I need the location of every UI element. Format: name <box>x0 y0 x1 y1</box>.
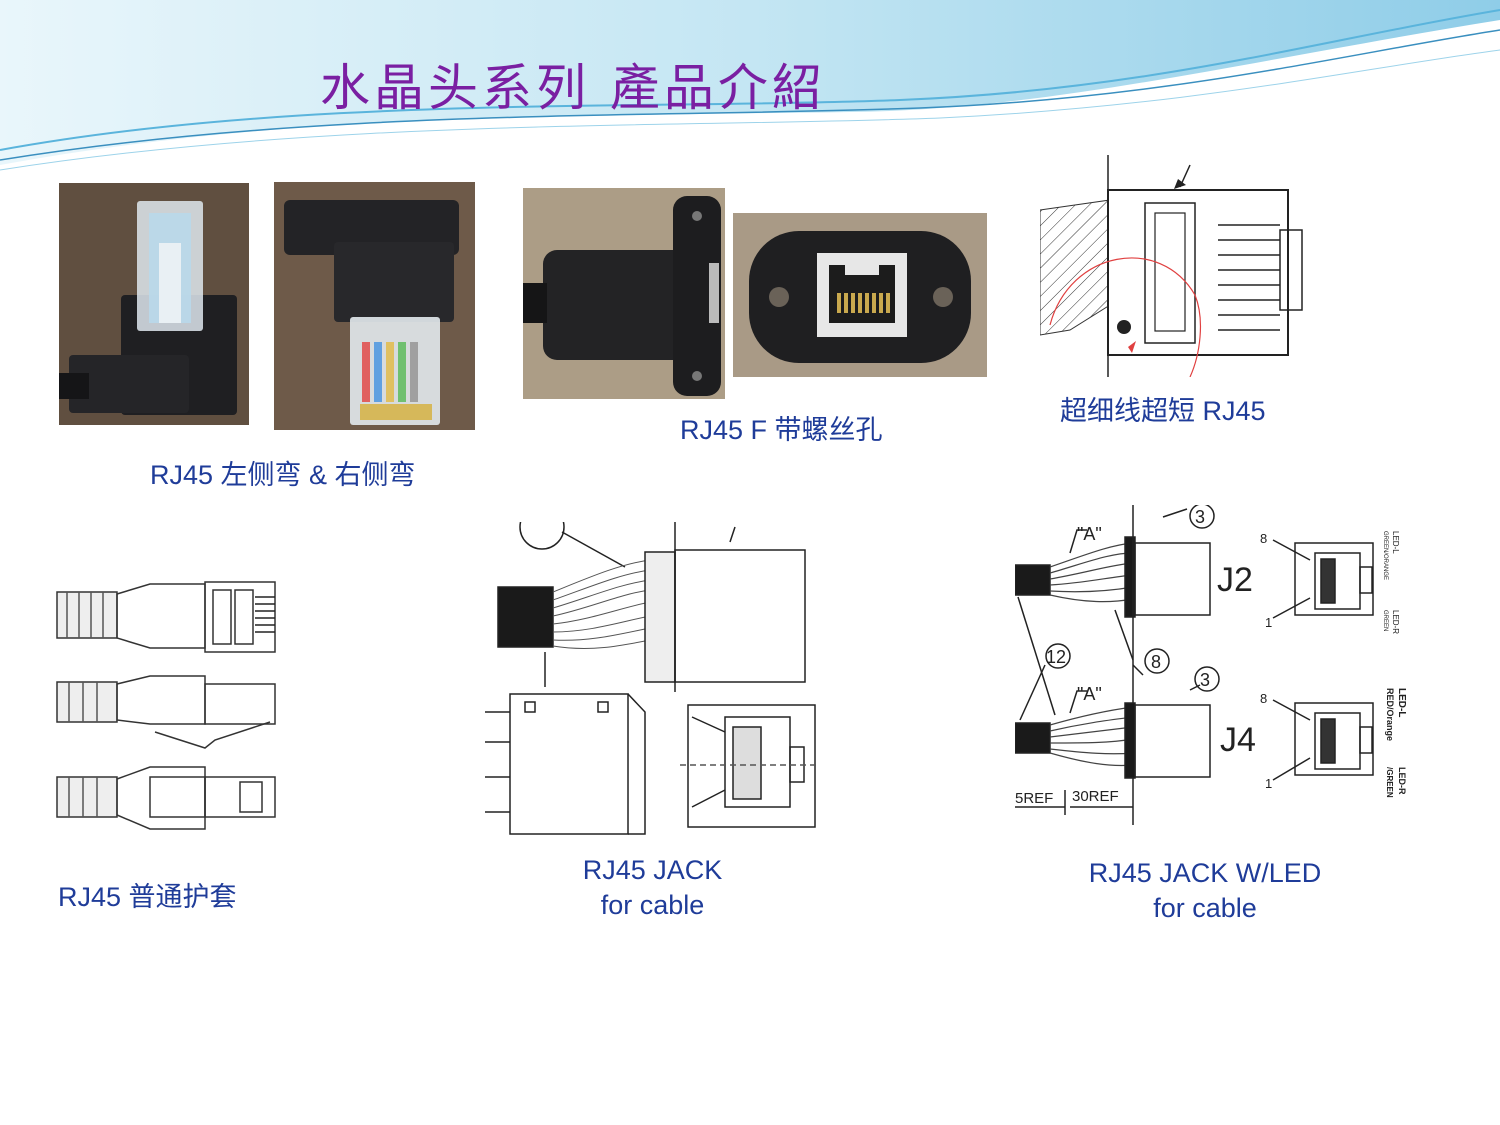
photo-panel-side <box>523 188 725 399</box>
led-l-bottom: LED-L <box>1396 688 1407 717</box>
left-bend-connector-image <box>59 183 249 425</box>
photo-right-bend <box>274 182 475 430</box>
label-j4: J4 <box>1220 721 1256 759</box>
callout-3-bottom: 3 <box>1200 670 1210 690</box>
slide-title: 水晶头系列 產品介紹 <box>320 59 826 117</box>
callout-12: 12 <box>1046 647 1066 667</box>
pin1-top: 1 <box>1265 615 1272 630</box>
drawing-ultrathin <box>1039 155 1305 378</box>
callout-8: 8 <box>1151 652 1161 672</box>
pin8-top: 8 <box>1260 531 1267 546</box>
callout-a-bottom: "A" <box>1077 684 1102 704</box>
pin1-bottom: 1 <box>1265 776 1272 791</box>
caption-jack-led: RJ45 JACK W/LED for cable <box>1070 856 1340 926</box>
header-wave <box>0 0 1500 171</box>
caption-jack: RJ45 JACK for cable <box>560 853 745 923</box>
caption-ultrathin: 超细线超短 RJ45 <box>1060 396 1266 426</box>
right-bend-connector-image <box>274 182 475 430</box>
photo-panel-front <box>733 213 987 377</box>
drawing-boot <box>55 572 285 842</box>
led-r-top-color: GREEN <box>1382 610 1388 631</box>
jack-with-led-drawing: "A" "A" 3 3 12 8 J2 J4 8 1 8 1 5REF 30RE… <box>1014 503 1407 825</box>
ref-30: 30REF <box>1072 788 1119 805</box>
caption-boot: RJ45 普通护套 <box>58 882 237 912</box>
led-r-top: LED-R <box>1391 610 1400 634</box>
pin8-bottom: 8 <box>1260 691 1267 706</box>
caption-jack-line1: RJ45 JACK <box>582 855 723 885</box>
photo-left-bend <box>59 183 249 425</box>
caption-jack-led-line1: RJ45 JACK W/LED <box>1088 858 1322 888</box>
caption-bend: RJ45 左侧弯 & 右侧弯 <box>150 460 416 490</box>
jack-for-cable-drawing <box>485 504 820 835</box>
led-r-bottom-color: /GREEN <box>1385 767 1394 798</box>
caption-jack-line2: for cable <box>600 890 705 920</box>
panel-mount-front-image <box>733 213 987 377</box>
drawing-jack <box>480 504 830 842</box>
panel-mount-side-image <box>523 188 725 399</box>
drawing-jack-led: "A" "A" 3 3 12 8 J2 J4 8 1 8 1 5REF 30RE… <box>1014 503 1440 825</box>
led-r-bottom: LED-R <box>1397 767 1407 795</box>
label-j2: J2 <box>1217 561 1253 599</box>
ultrathin-rj45-drawing <box>1039 155 1303 378</box>
caption-screw: RJ45 F 带螺丝孔 <box>680 415 883 445</box>
callout-3-top: 3 <box>1195 507 1205 527</box>
boot-variants-drawing <box>56 581 276 830</box>
led-l-bottom-colors: RED/Orange <box>1385 688 1395 741</box>
led-l-top: LED-L <box>1391 531 1400 554</box>
ref-5: 5REF <box>1015 790 1053 807</box>
caption-jack-led-line2: for cable <box>1153 893 1257 923</box>
callout-a-top: "A" <box>1077 524 1102 544</box>
led-l-top-colors: GREEN/ORANGE <box>1382 531 1388 580</box>
